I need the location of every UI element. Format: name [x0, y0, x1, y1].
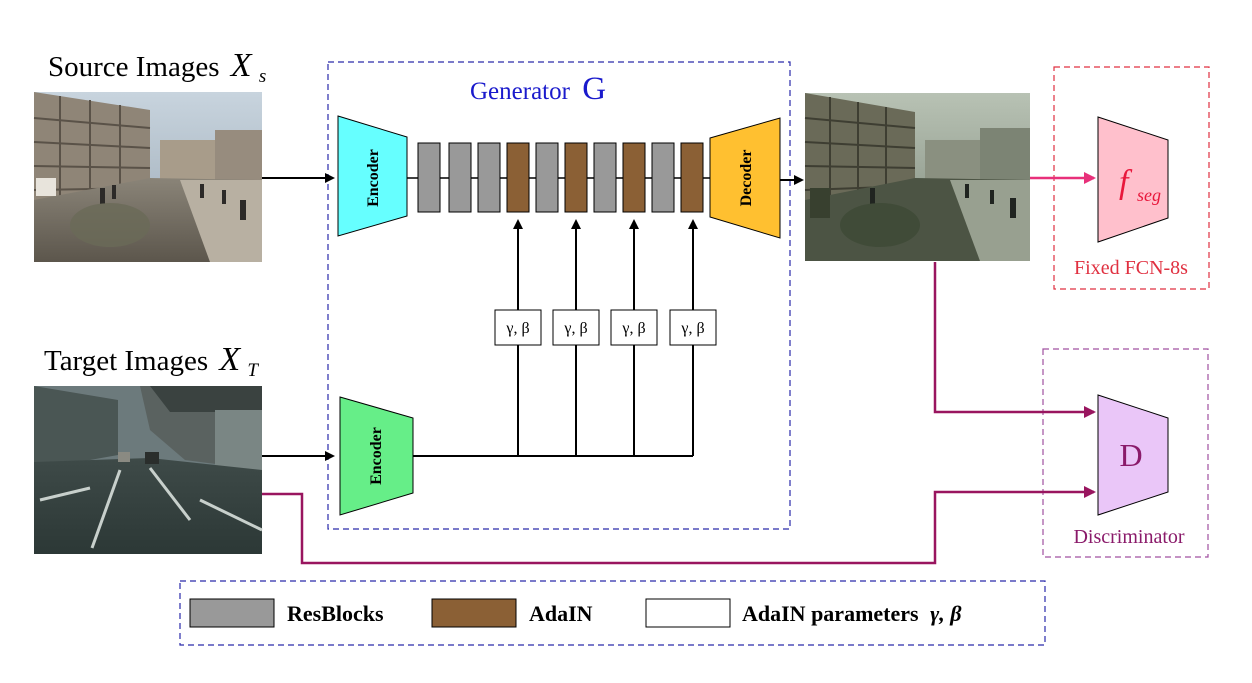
- target-subscript: T: [247, 360, 259, 381]
- legend-params-text: AdaIN parameters: [742, 601, 919, 626]
- style-encoder: [339, 396, 414, 516]
- adain-param-box-3: γ, β: [610, 309, 658, 346]
- adain-param-label-2: γ, β: [563, 320, 587, 337]
- source-images-title: Source Images X s: [48, 47, 266, 87]
- discriminator-box: [1042, 348, 1209, 558]
- segmenter-shape: [1097, 116, 1169, 243]
- source-image-photo: [33, 92, 262, 262]
- resblock-1: [417, 142, 441, 213]
- legend-params-swatch: [645, 598, 731, 628]
- resblock-2: [448, 142, 472, 213]
- adain-param-label-1: γ, β: [505, 320, 529, 337]
- adain-param-box-1: γ, β: [494, 309, 542, 346]
- generator-box: [327, 61, 791, 530]
- legend-params-symbols: γ, β: [930, 601, 962, 626]
- source-subscript: s: [259, 66, 266, 87]
- target-to-discriminator-arrow: [262, 486, 1096, 565]
- target-symbol: X: [217, 341, 241, 378]
- adain-param-box-2: γ, β: [552, 309, 600, 346]
- style-encoder-label: Encoder: [368, 427, 385, 485]
- resblock-6: [651, 142, 675, 213]
- segmenter-subscript: seg: [1137, 185, 1161, 205]
- generator-title-text: Generator: [470, 78, 571, 105]
- adain-param-label-3: γ, β: [621, 320, 645, 337]
- adain-param-label-4: γ, β: [680, 320, 704, 337]
- output-image-photo: [804, 93, 1030, 261]
- legend-resblocks-label: ResBlocks: [287, 601, 384, 626]
- segmenter-symbol: f seg: [1119, 164, 1161, 205]
- legend-resblock-swatch: [189, 598, 275, 628]
- resblock-4: [535, 142, 559, 213]
- generator-symbol: G: [582, 71, 606, 107]
- discriminator-shape: [1097, 394, 1169, 516]
- adain-block-2: [564, 142, 588, 213]
- target-images-title: Target Images X T: [44, 341, 259, 381]
- segmenter-caption: Fixed FCN-8s: [1074, 257, 1188, 279]
- legend-adain-label: AdaIN: [529, 601, 593, 626]
- adain-param-box-4: γ, β: [669, 309, 717, 346]
- segmenter-f: f: [1119, 164, 1133, 201]
- adain-block-1: [506, 142, 530, 213]
- resblock-3: [477, 142, 501, 213]
- adain-param-connectors: [513, 219, 698, 456]
- content-encoder: [337, 115, 408, 237]
- source-symbol: X: [229, 47, 253, 84]
- decoder-label: Decoder: [738, 150, 755, 207]
- resblock-chain: [417, 142, 704, 213]
- discriminator-symbol: D: [1119, 437, 1142, 473]
- resblock-5: [593, 142, 617, 213]
- legend-adain-swatch: [431, 598, 517, 628]
- decoder: [709, 117, 781, 239]
- adain-block-4: [680, 142, 704, 213]
- target-image-photo: [34, 386, 263, 554]
- legend-box: [179, 580, 1046, 646]
- target-title-text: Target Images: [44, 345, 208, 377]
- legend-params-label: AdaIN parameters γ, β: [742, 601, 962, 626]
- generator-title: Generator G: [470, 71, 606, 107]
- content-encoder-label: Encoder: [365, 149, 382, 207]
- output-to-discriminator-arrow: [933, 262, 1096, 418]
- source-title-text: Source Images: [48, 51, 220, 83]
- adain-block-3: [622, 142, 646, 213]
- discriminator-caption: Discriminator: [1073, 526, 1184, 548]
